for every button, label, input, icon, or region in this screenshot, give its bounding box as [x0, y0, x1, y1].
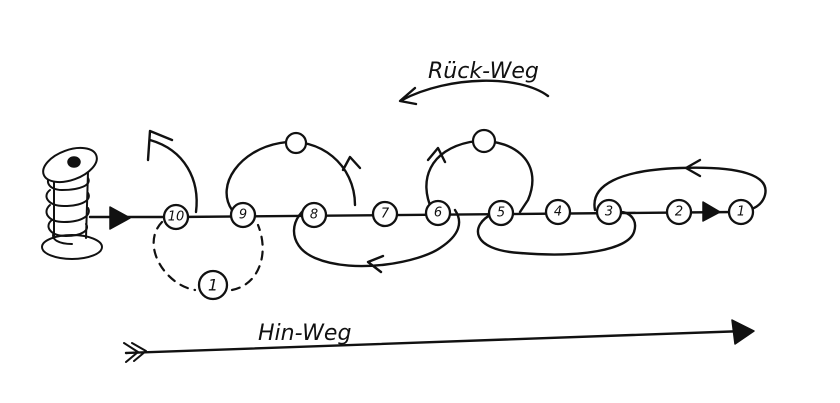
- hin-weg-arrow: [124, 329, 747, 355]
- node-4: 4: [544, 198, 572, 226]
- node-9: 9: [229, 201, 257, 229]
- hin-weg-tail: [123, 342, 147, 363]
- node-1-dashed-loop: 1: [197, 269, 229, 301]
- loop-3-1-arrowhead: [684, 158, 702, 178]
- hin-weg-label: Hin-Weg: [258, 321, 351, 346]
- svg-text:8: 8: [310, 208, 318, 223]
- loop-3-1: [593, 166, 767, 212]
- svg-text:3: 3: [605, 205, 613, 220]
- knot-1: [284, 131, 308, 155]
- node-7: 7: [371, 200, 399, 228]
- node-2: 2: [665, 198, 693, 226]
- node-5: 5: [487, 199, 515, 227]
- svg-text:2: 2: [675, 205, 683, 220]
- svg-text:5: 5: [497, 206, 505, 221]
- thread-arrow-right: [702, 201, 721, 222]
- loop-10-arrowhead: [146, 129, 174, 162]
- node-8: 8: [300, 201, 328, 229]
- loop-6-up-arrowhead: [426, 146, 447, 164]
- rueck-weg-label: Rück-Weg: [428, 59, 539, 84]
- svg-text:1: 1: [208, 276, 218, 295]
- loop-9-8: [225, 140, 357, 212]
- rueck-weg-arrowhead: [398, 86, 418, 106]
- node-1: 1: [727, 198, 755, 226]
- rueck-weg-arrow: [400, 79, 550, 102]
- hin-weg-arrowhead: [731, 319, 755, 345]
- loop-9-8-arrowhead: [341, 155, 362, 172]
- svg-text:7: 7: [381, 207, 390, 222]
- svg-text:6: 6: [434, 206, 442, 221]
- loop-5-3-under: [476, 210, 637, 256]
- node-3: 3: [595, 198, 623, 226]
- loop-10-arrow: [148, 138, 198, 214]
- dashed-loop: [152, 220, 264, 292]
- knot-2: [471, 128, 497, 154]
- thread-arrow-left: [109, 206, 131, 230]
- spool-icon: [41, 146, 103, 260]
- loop-6-up: [425, 139, 534, 214]
- svg-text:1: 1: [737, 205, 745, 220]
- svg-text:9: 9: [239, 208, 247, 223]
- svg-text:4: 4: [554, 205, 562, 220]
- node-10: 10: [162, 203, 190, 231]
- svg-text:10: 10: [168, 210, 185, 225]
- loop-8-6-arrowhead: [366, 254, 385, 274]
- node-6: 6: [424, 199, 452, 227]
